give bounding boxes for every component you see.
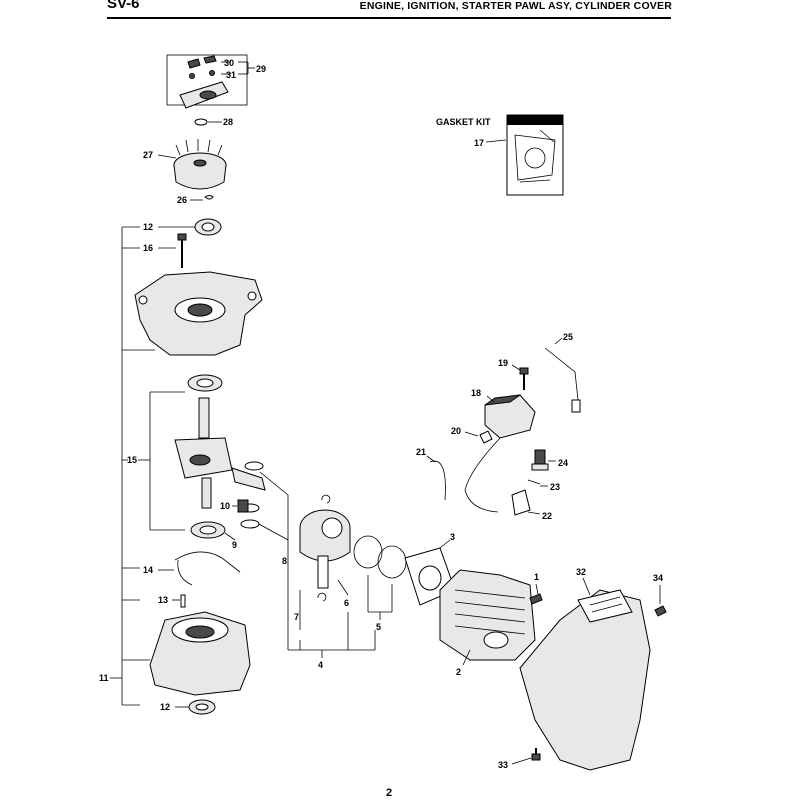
bolt-19	[519, 367, 529, 390]
svg-text:20: 20	[451, 426, 461, 436]
page-header: SV-6 ENGINE, IGNITION, STARTER PAWL ASY,…	[0, 0, 800, 20]
piston-assembly	[299, 494, 351, 602]
cylinder-2	[439, 569, 536, 661]
header-rule	[107, 17, 671, 19]
svg-text:12: 12	[143, 222, 153, 232]
bolt-16	[177, 233, 187, 268]
callout-31: 31	[226, 70, 236, 80]
svg-text:24: 24	[558, 458, 568, 468]
crankcase-upper	[134, 271, 263, 356]
svg-text:8: 8	[282, 556, 287, 566]
needle-bearing-10	[237, 499, 249, 513]
oil-seal-12-top	[194, 218, 222, 236]
svg-text:9: 9	[232, 540, 237, 550]
screw-1	[529, 593, 543, 605]
svg-text:18: 18	[471, 388, 481, 398]
bearing-bottom	[190, 521, 226, 539]
plug-cap-22	[511, 489, 531, 516]
svg-text:32: 32	[576, 567, 586, 577]
svg-text:27: 27	[143, 150, 153, 160]
callout-30: 30	[224, 58, 234, 68]
woodruff-key-26	[204, 195, 214, 200]
crankcase-lower	[149, 611, 251, 696]
svg-text:33: 33	[498, 760, 508, 770]
screw-34	[654, 605, 667, 617]
svg-text:28: 28	[223, 117, 233, 127]
model-code: SV-6	[107, 0, 140, 12]
spark-plug-24	[531, 449, 549, 471]
callout-15: 15	[127, 455, 137, 465]
svg-text:5: 5	[376, 622, 381, 632]
callout-11: 11	[99, 673, 109, 683]
gasket-kit-box	[506, 114, 564, 196]
gasket-kit-number: 17	[474, 138, 484, 148]
washer-28	[194, 118, 208, 126]
cylinder-cover-32	[519, 589, 651, 771]
svg-text:22: 22	[542, 511, 552, 521]
ignition-coil-18	[464, 394, 536, 513]
svg-text:1: 1	[534, 572, 539, 582]
gasket-kit-label: GASKET KIT	[436, 117, 491, 127]
starter-pawl-assembly	[166, 54, 248, 109]
piston-rings-5	[353, 535, 407, 579]
svg-text:26: 26	[177, 195, 187, 205]
svg-text:10: 10	[220, 501, 230, 511]
section-title: ENGINE, IGNITION, STARTER PAWL ASY, CYLI…	[359, 0, 672, 12]
svg-text:13: 13	[158, 595, 168, 605]
svg-text:23: 23	[550, 482, 560, 492]
flywheel-27	[173, 139, 227, 190]
terminal-23	[527, 479, 541, 485]
spacer-20	[479, 430, 493, 444]
tube-21	[429, 460, 446, 501]
svg-text:25: 25	[563, 332, 573, 342]
screw-33	[531, 748, 541, 761]
svg-text:14: 14	[143, 565, 153, 575]
svg-text:19: 19	[498, 358, 508, 368]
svg-text:2: 2	[456, 667, 461, 677]
bearing-top	[187, 374, 223, 392]
svg-text:16: 16	[143, 243, 153, 253]
svg-text:3: 3	[450, 532, 455, 542]
callout-29: 29	[256, 64, 266, 74]
crankshaft-15	[174, 397, 266, 529]
oil-seal-12-bottom	[188, 699, 216, 715]
svg-text:6: 6	[344, 598, 349, 608]
svg-text:4: 4	[318, 660, 323, 670]
svg-text:21: 21	[416, 447, 426, 457]
svg-text:7: 7	[294, 612, 299, 622]
dowel-pin-13	[180, 594, 186, 608]
svg-text:34: 34	[653, 573, 663, 583]
svg-text:12: 12	[160, 702, 170, 712]
gasket-14	[174, 551, 241, 586]
page-number: 2	[386, 787, 393, 799]
